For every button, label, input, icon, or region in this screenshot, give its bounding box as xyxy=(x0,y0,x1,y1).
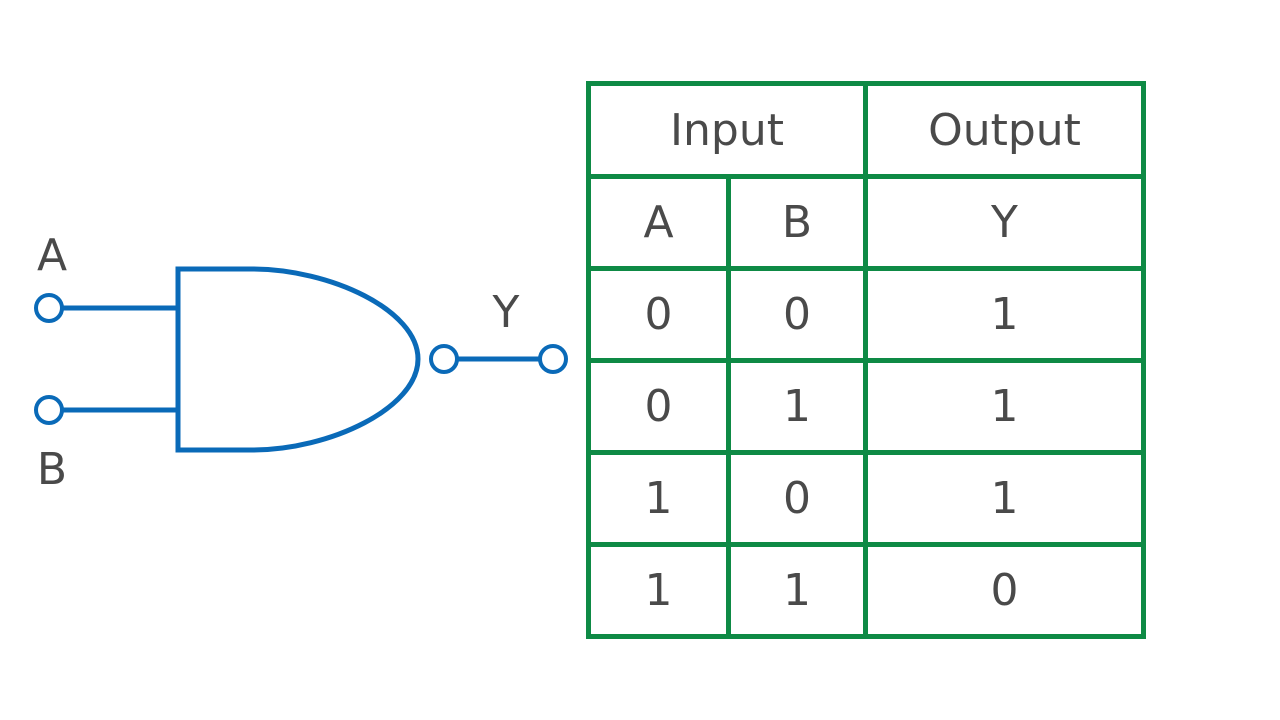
cell-y: 0 xyxy=(863,542,1146,639)
output-terminal xyxy=(538,344,568,374)
cell-b: 0 xyxy=(726,266,868,363)
cell-a: 1 xyxy=(586,542,731,639)
table-row: 1 1 0 xyxy=(586,542,1146,639)
header-input: Input xyxy=(586,81,868,179)
cell-b: 1 xyxy=(726,358,868,455)
cell-a: 1 xyxy=(586,450,731,547)
table-subheader-row: A B Y xyxy=(586,174,1146,271)
cell-a: 0 xyxy=(586,266,731,363)
nand-gate-diagram: A B Y xyxy=(34,230,568,495)
table-row: 1 0 1 xyxy=(586,450,1146,547)
gate-body xyxy=(175,266,421,453)
table-header-row: Input Output xyxy=(586,81,1146,179)
cell-a: 0 xyxy=(586,358,731,455)
cell-b: 0 xyxy=(726,450,868,547)
output-label: Y xyxy=(492,287,520,338)
column-b-header: B xyxy=(726,174,868,271)
table-row: 0 1 1 xyxy=(586,358,1146,455)
column-y-header: Y xyxy=(863,174,1146,271)
table-row: 0 0 1 xyxy=(586,266,1146,363)
truth-table: Input Output A B Y 0 0 1 0 1 1 1 0 1 1 1… xyxy=(586,81,1146,639)
input-b-terminal xyxy=(34,395,64,425)
cell-y: 1 xyxy=(863,358,1146,455)
header-output: Output xyxy=(863,81,1146,179)
input-a-terminal xyxy=(34,293,64,323)
cell-b: 1 xyxy=(726,542,868,639)
cell-y: 1 xyxy=(863,266,1146,363)
input-b-label: B xyxy=(37,444,67,495)
inversion-bubble xyxy=(429,344,459,374)
cell-y: 1 xyxy=(863,450,1146,547)
column-a-header: A xyxy=(586,174,731,271)
input-a-label: A xyxy=(37,230,67,281)
